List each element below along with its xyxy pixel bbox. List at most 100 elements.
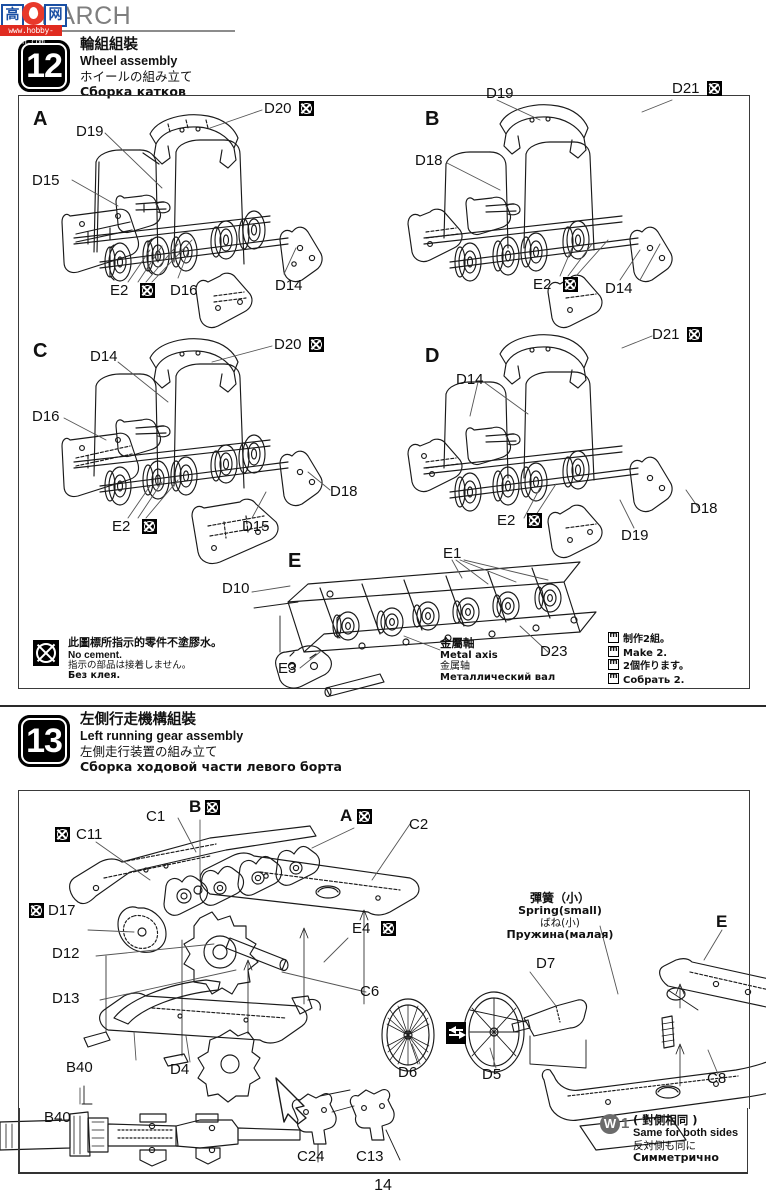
step-13-title-ja: 左側走行装置の組み立て (80, 744, 218, 759)
part-label-d16-a: D16 (170, 282, 198, 299)
both-sides-count: 1 (621, 1115, 630, 1132)
watermark-logo-char-1: 高 (1, 4, 24, 27)
watermark-rule (30, 30, 235, 32)
part-label-e2-d: E2 (497, 512, 516, 529)
part-label-c8: C8 (707, 1070, 727, 1087)
part-label-d21-d: D21 (652, 326, 680, 343)
part-label-e2-b: E2 (533, 276, 552, 293)
spring-note: 彈簧（小） Spring(small) ばね(小) Пружина(малая) (480, 892, 640, 941)
part-label-d12: D12 (52, 945, 80, 962)
make-2-box-icon-3 (608, 657, 619, 670)
watermark-logo: 高 网 www.hobby-cn.com (0, 0, 67, 46)
part-label-d14-c: D14 (90, 348, 118, 365)
part-label-d5: D5 (482, 1066, 502, 1083)
subassembly-label-e: E (288, 550, 302, 572)
ref-label-a: A (340, 806, 353, 825)
watermark-url: www.hobby-cn.com (0, 25, 62, 46)
part-label-d16-c: D16 (32, 408, 60, 425)
part-label-d19-b: D19 (486, 85, 514, 102)
step-13-panel-right-edge (746, 1108, 748, 1173)
part-label-e1-e: E1 (443, 545, 462, 562)
step-13-panel-left-edge (18, 1108, 20, 1173)
metal-axis-note-ru: Металлический вал (440, 671, 556, 683)
part-label-c2: C2 (409, 816, 429, 833)
part-label-d23-e: D23 (540, 643, 568, 660)
make-2-row-zh: 制作2組。 (608, 630, 689, 646)
both-sides-en: Same for both sides (633, 1127, 739, 1139)
part-label-d20-a: D20 (264, 100, 292, 117)
part-label-c24: C24 (297, 1148, 325, 1165)
step-12-title-ja: ホイールの組み立て (80, 69, 193, 84)
spring-note-ja: ばね(小) (540, 917, 580, 929)
part-label-d17: D17 (48, 902, 76, 919)
metal-axis-note-ja: 金属轴 (440, 660, 470, 672)
make-2-text-zh: 制作2組。 (623, 634, 670, 645)
part-label-b40-detail: B40 (44, 1109, 71, 1126)
no-cement-note-ru: Без клея. (68, 670, 121, 681)
part-label-d6: D6 (398, 1064, 418, 1081)
subassembly-label-b: B (425, 108, 440, 130)
step-12-title-zh: 輪組組裝 (80, 37, 138, 53)
part-label-d7: D7 (536, 955, 556, 972)
watermark-flower-icon (22, 2, 45, 25)
no-cement-note-zh: 此圖標所指示的零件不塗膠水。 (68, 636, 222, 649)
step-13-title-ru: Сборка ходовой части левого борта (80, 759, 342, 774)
spring-note-ru: Пружина(малая) (506, 928, 614, 941)
no-cement-icon-e2-b (563, 277, 578, 292)
step-13-title-en: Left running gear assembly (80, 729, 244, 743)
subassembly-label-d: D (425, 345, 440, 367)
part-label-d10-e: D10 (222, 580, 250, 597)
swap-arrow-icon (446, 1022, 466, 1044)
no-cement-icon-e2-a (140, 283, 155, 298)
subassembly-label-a: A (33, 108, 48, 130)
part-label-c6: C6 (360, 983, 380, 1000)
both-sides-ja: 反対側も同に (633, 1139, 696, 1152)
watermark-logo-char-3: 网 (44, 4, 67, 27)
section-divider (0, 705, 766, 707)
step-12-number: 12 (26, 47, 63, 85)
part-label-d13: D13 (52, 990, 80, 1007)
part-label-d18-b: D18 (415, 152, 443, 169)
part-label-d19-d: D19 (621, 527, 649, 544)
both-sides-lines: ( 對側相同 ) Same for both sides 反対側も同に Симм… (633, 1114, 738, 1165)
no-cement-icon-e4 (381, 921, 396, 936)
part-label-d15-a: D15 (32, 172, 60, 189)
no-cement-icon-d17 (29, 903, 44, 918)
part-label-d4: D4 (170, 1061, 190, 1078)
metal-axis-note-zh: 金屬軸 (440, 636, 475, 650)
no-cement-legend-icon (33, 640, 59, 666)
make-2-text-en: Make 2. (623, 647, 668, 659)
part-label-d21-b: D21 (672, 80, 700, 97)
part-label-d18-d: D18 (690, 500, 718, 517)
no-cement-legend-note: 此圖標所指示的零件不塗膠水。 No cement. 指示の部品は接着しません。 … (68, 636, 222, 682)
ref-label-e: E (716, 912, 728, 931)
part-label-d14-a: D14 (275, 277, 303, 294)
make-2-row-ru: Собрать 2. (608, 671, 689, 687)
part-label-e4: E4 (352, 920, 371, 937)
step-12-panel (18, 95, 750, 689)
page-number: 14 (374, 1177, 392, 1194)
part-label-d19-a: D19 (76, 123, 104, 140)
make-2-note: 制作2組。 Make 2. 2個作ります。 Собрать 2. (608, 630, 689, 687)
no-cement-icon-d21-b (707, 81, 722, 96)
make-2-text-ja: 2個作ります。 (623, 661, 689, 672)
watermark-hobby-search: SEARCH 高 网 www.hobby-cn.com (0, 0, 250, 46)
make-2-row-ja: 2個作ります。 (608, 657, 689, 673)
no-cement-icon-e2-d (527, 513, 542, 528)
part-label-b40-upper: B40 (66, 1059, 93, 1076)
part-label-e2-a: E2 (110, 282, 129, 299)
step-13-badge: 13 (18, 715, 70, 767)
no-cement-icon-b-ref (205, 800, 220, 815)
part-label-c11: C11 (76, 826, 103, 843)
part-label-c1: C1 (146, 808, 166, 825)
step-13-number: 13 (26, 722, 63, 760)
part-label-c13: C13 (356, 1148, 384, 1165)
subassembly-label-c: C (33, 340, 48, 362)
make-2-box-icon-2 (608, 644, 619, 657)
spring-note-zh: 彈簧（小） (529, 891, 590, 905)
w-circle-icon: W (600, 1114, 620, 1134)
no-cement-note-ja: 指示の部品は接着しません。 (68, 659, 192, 671)
no-cement-icon-d20-a (299, 101, 314, 116)
no-cement-note-en: No cement. (68, 649, 122, 661)
